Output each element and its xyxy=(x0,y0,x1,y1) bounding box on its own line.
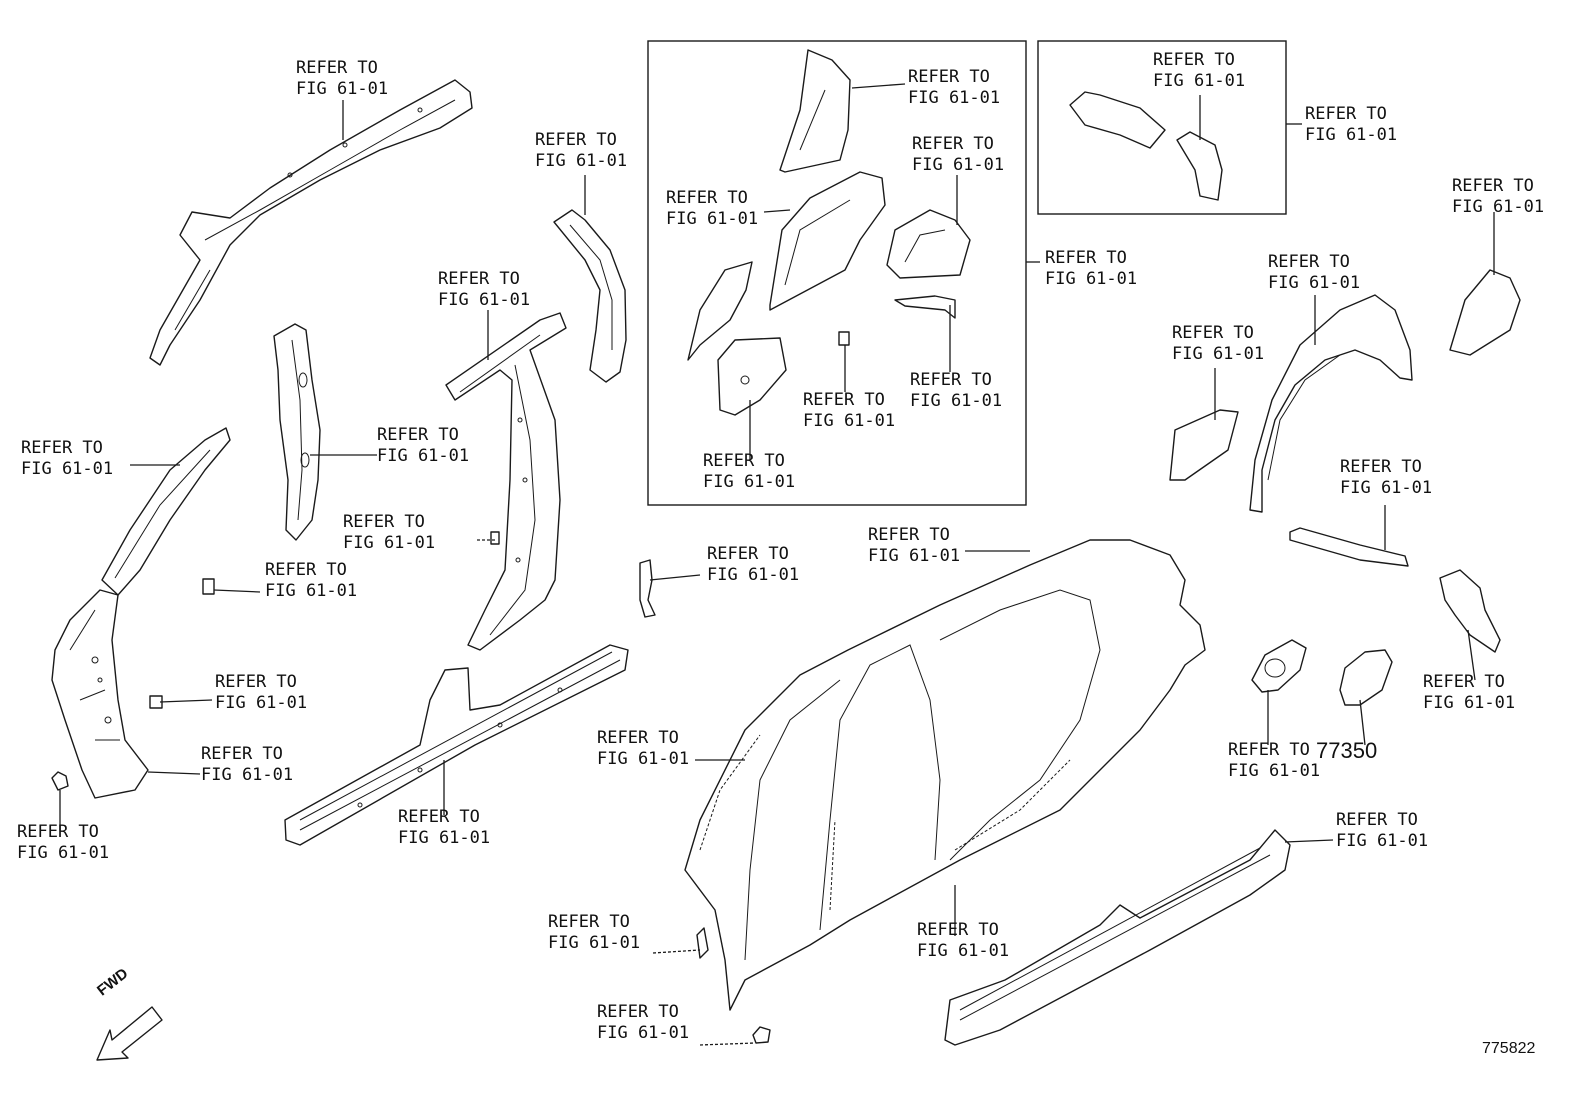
small-plate xyxy=(1169,409,1239,481)
clip-square-a xyxy=(202,578,215,595)
rocker-outer-rear xyxy=(944,829,1291,1046)
plug-part xyxy=(51,771,69,791)
front-pillar-lower xyxy=(51,589,149,799)
fuel-filler-door xyxy=(1339,649,1393,706)
fuel-pocket-housing xyxy=(1251,639,1307,693)
top-right-box-parts xyxy=(1069,91,1223,201)
far-right-gusset xyxy=(1449,269,1521,356)
center-pillar-clip xyxy=(490,531,500,545)
center-pillar-reinforcement xyxy=(273,323,321,541)
cross-brace xyxy=(1289,527,1409,567)
fwd-arrow-icon xyxy=(96,1006,163,1061)
rear-wheelhouse-outer xyxy=(1249,294,1413,513)
rocker-inner xyxy=(284,644,629,846)
body-side-panel xyxy=(684,539,1206,1011)
roof-side-rail xyxy=(149,79,473,366)
clip-lower-part xyxy=(696,927,709,959)
leader-lines xyxy=(59,83,1495,1046)
inset-box-top-right xyxy=(1037,40,1287,215)
part-number-label: 77350 xyxy=(1316,738,1378,763)
fuel-pocket-bracket xyxy=(1439,569,1501,653)
center-pillar-inner xyxy=(445,312,567,651)
front-pillar-upper xyxy=(101,427,231,596)
clip-bottom-part xyxy=(752,1026,771,1044)
quarter-upper-panel xyxy=(553,209,627,383)
inset-parts xyxy=(687,49,971,416)
small-gusset xyxy=(639,559,656,618)
inset-box-center xyxy=(647,40,1027,506)
figure-id-label: 775822 xyxy=(1482,1040,1536,1057)
